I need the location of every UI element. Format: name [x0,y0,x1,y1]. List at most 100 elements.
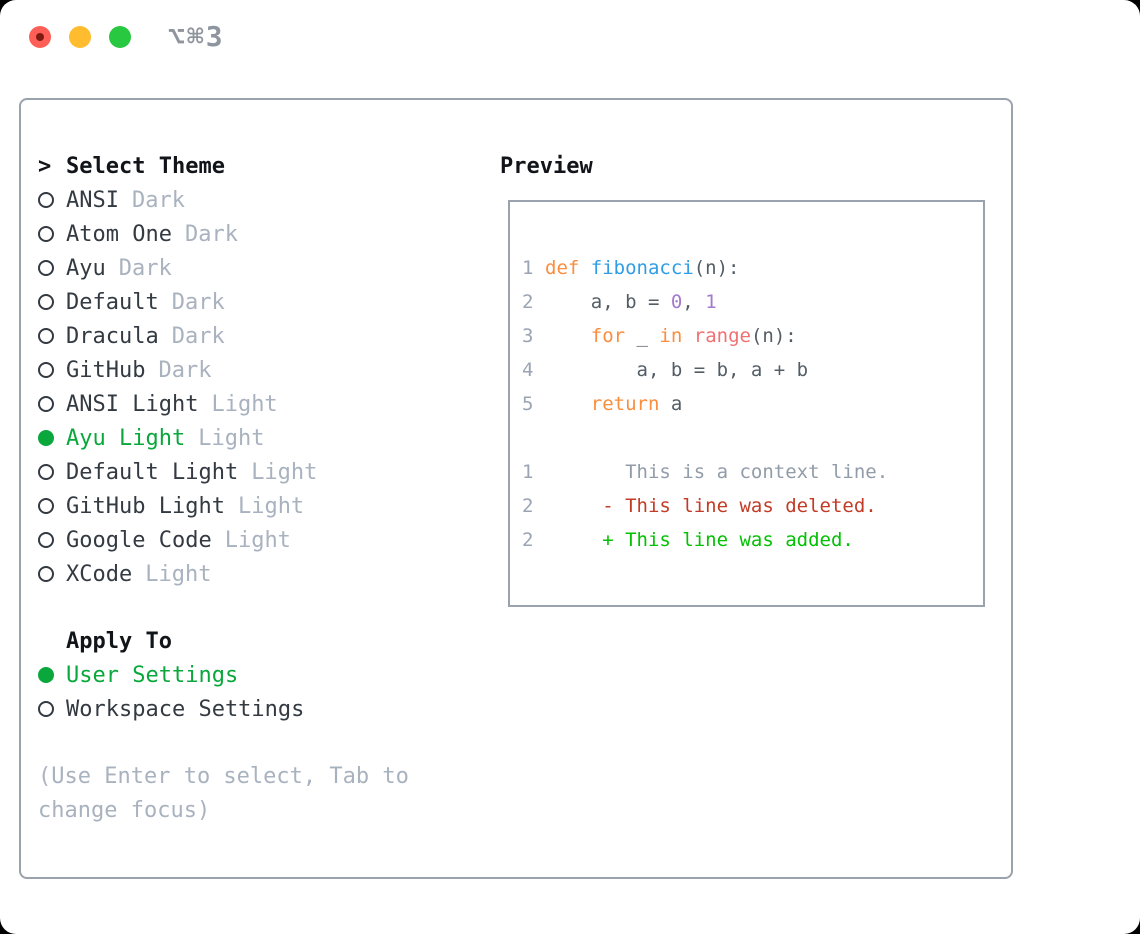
code-token: a, b = [545,291,671,313]
code-line: 2 + This line was added. [522,523,983,557]
code-line: 1 This is a context line. [522,455,983,489]
close-active-dot-icon [36,33,44,41]
radio-gutter [38,464,66,480]
radio-icon [38,328,54,344]
theme-name: ANSI [66,187,119,213]
radio-gutter [38,701,66,717]
hint-text: (Use Enter to select, Tab to change focu… [38,764,409,823]
code-line: 2 - This line was deleted. [522,489,983,523]
radio-selected-icon [38,430,54,446]
code-line-blank [522,421,983,455]
code-token: range [693,325,751,347]
theme-name: Ayu Light [66,425,186,451]
code-token: - This line was deleted. [545,495,877,517]
select-theme-title: Select Theme [66,153,225,179]
code-token: (n): [693,257,740,279]
theme-variant-badge: Dark [171,323,225,349]
radio-gutter [38,226,66,242]
apply-option[interactable]: Workspace Settings [38,692,478,726]
minimize-button[interactable] [69,26,91,48]
titlebar: ⌥⌘3 [0,0,1140,74]
radio-gutter [38,362,66,378]
apply-option[interactable]: User Settings [38,658,478,692]
theme-variant-badge: Dark [158,357,212,383]
code-token: This is a context line. [545,461,889,483]
theme-option[interactable]: Default Light Light [38,455,478,489]
radio-gutter [38,328,66,344]
line-number: 1 [522,461,534,483]
theme-name: GitHub Light [66,493,225,519]
line-number: 4 [522,359,534,381]
code-token [545,393,591,415]
theme-name: GitHub [66,357,146,383]
radio-gutter [38,532,66,548]
radio-gutter [38,192,66,208]
apply-to-title: Apply To [66,628,172,654]
apply-option-label: User Settings [66,662,239,688]
code-token: 1 [705,291,717,313]
code-token: fibonacci [590,257,694,279]
code-line: 2 a, b = 0, 1 [522,285,983,319]
theme-variant-badge: Light [211,391,278,417]
theme-option[interactable]: ANSI Light Light [38,387,478,421]
radio-gutter [38,430,66,446]
theme-option[interactable]: GitHub Light Light [38,489,478,523]
prompt-indicator-icon: > [38,153,52,179]
apply-to-header: Apply To [38,624,478,658]
theme-name: Default Light [66,459,239,485]
code-token: for [590,325,626,347]
radio-gutter [38,294,66,310]
preview-title: Preview [500,153,593,179]
select-theme-header: > Select Theme [38,149,478,183]
radio-icon [38,498,54,514]
theme-variant-badge: Dark [131,187,185,213]
code-token [682,325,693,347]
radio-icon [38,260,54,276]
theme-name: Dracula [66,323,159,349]
theme-variant-badge: Light [251,459,318,485]
zoom-button[interactable] [109,26,131,48]
radio-icon [38,226,54,242]
radio-icon [38,532,54,548]
theme-variant-badge: Light [237,493,305,519]
radio-gutter [38,667,66,683]
theme-name: ANSI Light [66,391,199,417]
radio-icon [38,362,54,378]
radio-gutter [38,498,66,514]
theme-name: XCode [66,561,133,587]
radio-selected-icon [38,667,54,683]
apply-option-label: Workspace Settings [66,696,305,722]
theme-option[interactable]: ANSI Dark [38,183,478,217]
close-button[interactable] [29,26,51,48]
theme-variant-badge: Light [198,425,265,451]
radio-icon [38,566,54,582]
theme-variant-badge: Dark [171,289,225,315]
code-token: a [659,393,683,415]
code-token: _ [625,325,660,347]
radio-gutter [38,396,66,412]
keyboard-shortcut-label: ⌥⌘3 [168,20,225,53]
code-token [545,325,591,347]
radio-gutter [38,260,66,276]
theme-option[interactable]: GitHub Dark [38,353,478,387]
code-token: (n): [750,325,797,347]
theme-option[interactable]: Ayu Light Light [38,421,478,455]
theme-name: Ayu [66,255,106,281]
code-token: + This line was added. [545,529,854,551]
theme-option[interactable]: Dracula Dark [38,319,478,353]
code-token: a, b = b, a + b [545,359,809,381]
radio-icon [38,192,54,208]
